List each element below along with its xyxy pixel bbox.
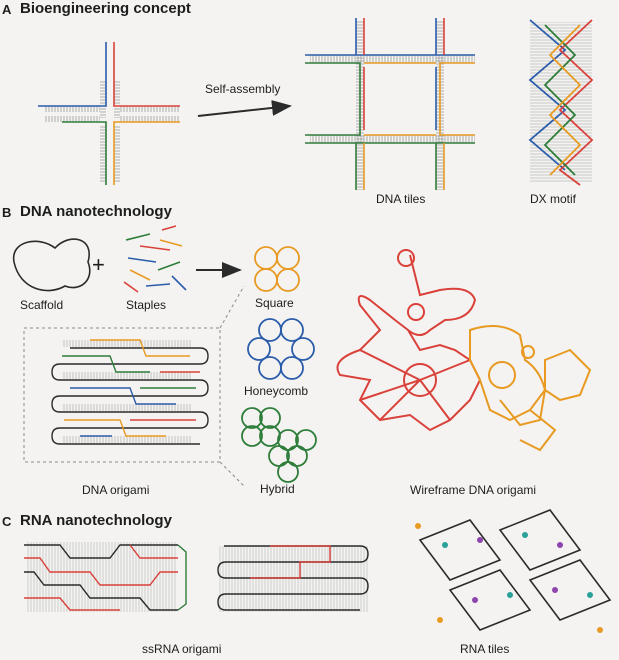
wireframe-origami xyxy=(336,249,592,452)
dx-motif-label: DX motif xyxy=(530,192,577,206)
staples-bundle xyxy=(123,225,187,293)
scaffold-loop xyxy=(13,238,91,292)
ssrna-origami-serpentine xyxy=(217,545,369,612)
dna-origami-label: DNA origami xyxy=(82,483,150,497)
rna-tiles-lattice xyxy=(415,509,612,633)
wireframe-origami-label: Wireframe DNA origami xyxy=(410,483,537,497)
self-assembly-arrow xyxy=(197,99,292,117)
section-b-letter: B xyxy=(2,205,12,220)
section-a-title: Bioengineering concept xyxy=(20,0,191,17)
hybrid-label: Hybrid xyxy=(260,482,295,496)
dna-origami-diagram xyxy=(51,339,209,445)
honeycomb-label: Honeycomb xyxy=(244,384,309,398)
section-b-title: DNA nanotechnology xyxy=(20,203,172,220)
section-c-title: RNA nanotechnology xyxy=(20,512,172,529)
plus-sign: + xyxy=(92,252,105,277)
scaffold-label: Scaffold xyxy=(20,298,64,312)
square-lattice xyxy=(254,246,300,292)
section-a-letter: A xyxy=(2,2,12,17)
dna-tiles-label: DNA tiles xyxy=(376,192,426,206)
origami-zoom-box xyxy=(23,285,245,487)
ssrna-origami-diagram xyxy=(24,542,187,612)
honeycomb-lattice xyxy=(247,318,315,380)
square-label: Square xyxy=(255,296,294,310)
self-assembly-label: Self-assembly xyxy=(205,82,281,96)
dna-tile-lattice xyxy=(305,18,475,190)
rna-tiles-label: RNA tiles xyxy=(460,642,510,656)
hybrid-lattice xyxy=(241,407,317,483)
staples-label: Staples xyxy=(126,298,167,312)
four-arm-junction xyxy=(38,42,180,185)
section-c-letter: C xyxy=(2,514,12,529)
dx-motif xyxy=(528,19,594,186)
ssrna-origami-label: ssRNA origami xyxy=(142,642,222,656)
